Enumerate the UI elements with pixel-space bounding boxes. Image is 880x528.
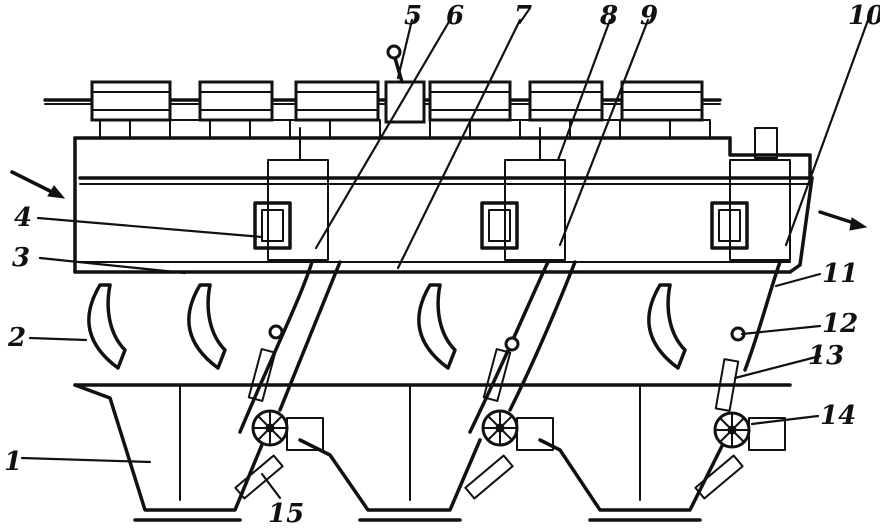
tank-hoppers <box>73 383 792 522</box>
sight-windows <box>253 201 749 250</box>
callout-3: 3 <box>12 243 30 273</box>
callout-12: 12 <box>822 309 858 339</box>
callout-1: 1 <box>4 447 22 477</box>
callout-5: 5 <box>404 1 422 31</box>
froth-chutes <box>238 260 782 434</box>
control-lever <box>386 44 404 84</box>
tank-upper-body <box>73 136 814 274</box>
callout-6: 6 <box>446 1 464 31</box>
callout-4: 4 <box>14 203 32 233</box>
aerators <box>87 283 687 370</box>
callout-14: 14 <box>820 401 856 431</box>
level-regulators <box>247 324 746 412</box>
callout-9: 9 <box>640 1 658 31</box>
callout-15: 15 <box>268 499 304 528</box>
valve-wheels <box>251 409 786 451</box>
callout-11: 11 <box>822 259 858 289</box>
discharge-pipes <box>234 454 744 500</box>
flow-arrows <box>10 170 868 231</box>
callout-13: 13 <box>808 341 844 371</box>
callout-7: 7 <box>514 1 532 31</box>
leader-lines <box>20 18 870 500</box>
callout-labels: 1 2 3 4 5 6 7 8 9 10 11 12 13 14 15 <box>4 1 880 528</box>
callout-2: 2 <box>7 323 26 353</box>
callout-8: 8 <box>599 1 618 31</box>
callout-10: 10 <box>848 1 880 31</box>
